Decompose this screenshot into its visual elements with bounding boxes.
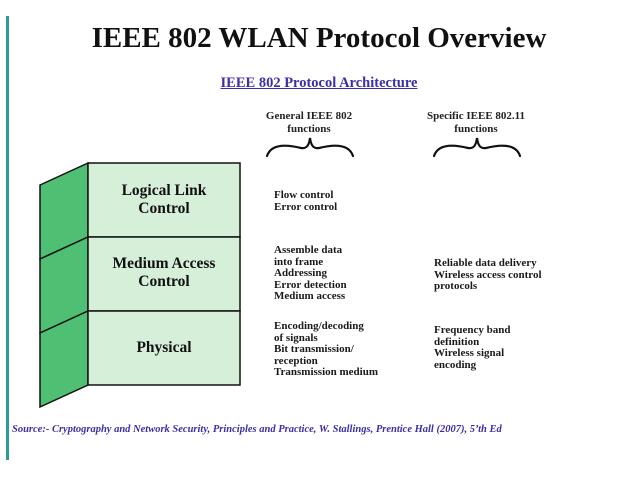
specific-brace-icon (432, 137, 522, 158)
specific-heading-line: functions (454, 123, 498, 135)
physical-specific-functions: Frequency band definition Wireless signa… (434, 324, 511, 371)
function-item: into frame (274, 255, 324, 268)
general-heading-line: functions (287, 123, 331, 135)
function-item: Reliable data delivery (434, 257, 537, 269)
physical-layer-box (87, 310, 241, 386)
function-item: Flow control (274, 189, 334, 201)
function-item: definition (434, 335, 480, 348)
function-item: Wireless signal (434, 347, 505, 360)
function-item: encoding (434, 358, 477, 371)
slide-title: IEEE 802 WLAN Protocol Overview (91, 22, 547, 54)
function-item: reception (274, 354, 318, 367)
llc-layer-box (87, 162, 241, 238)
specific-functions-heading: Specific IEEE 802.11 functions (406, 110, 546, 136)
source-citation: Source:- Cryptography and Network Securi… (12, 424, 502, 435)
diagram-subtitle: IEEE 802 Protocol Architecture (220, 75, 418, 91)
mac-specific-functions: Reliable data delivery Wireless access c… (434, 257, 542, 293)
mac-layer-label: Medium Access Control (88, 255, 240, 291)
function-item: Error detection (274, 278, 347, 291)
mac-general-functions: Assemble data into frame Addressing Erro… (274, 244, 347, 303)
slide-accent-rule (6, 16, 9, 460)
function-item: Encoding/decoding (274, 320, 364, 332)
function-item: Wireless access control (434, 268, 542, 281)
function-item: Assemble data (274, 244, 343, 256)
specific-heading-line: Specific IEEE 802.11 (426, 110, 526, 122)
general-heading-line: General IEEE 802 (265, 110, 353, 122)
layer-label-line: Control (138, 273, 190, 290)
function-item: Bit transmission/ (274, 343, 354, 356)
function-item: Addressing (274, 267, 327, 280)
function-item: protocols (434, 280, 478, 293)
layer-label-line: Logical Link (121, 182, 207, 199)
layer-label-line: Medium Access (112, 255, 216, 272)
layer-label-line: Physical (136, 339, 192, 356)
llc-general-functions: Flow control Error control (274, 189, 338, 213)
general-functions-heading: General IEEE 802 functions (239, 110, 379, 136)
function-item: Medium access (274, 290, 346, 303)
physical-layer-label: Physical (88, 339, 240, 357)
function-item: of signals (274, 331, 318, 344)
function-item: Transmission medium (274, 366, 379, 379)
function-item: Frequency band (434, 324, 511, 336)
physical-general-functions: Encoding/decoding of signals Bit transmi… (274, 320, 379, 379)
llc-layer-label: Logical Link Control (88, 182, 240, 218)
layer-label-line: Control (138, 200, 190, 217)
general-brace-icon (265, 137, 355, 158)
function-item: Error control (274, 200, 338, 213)
